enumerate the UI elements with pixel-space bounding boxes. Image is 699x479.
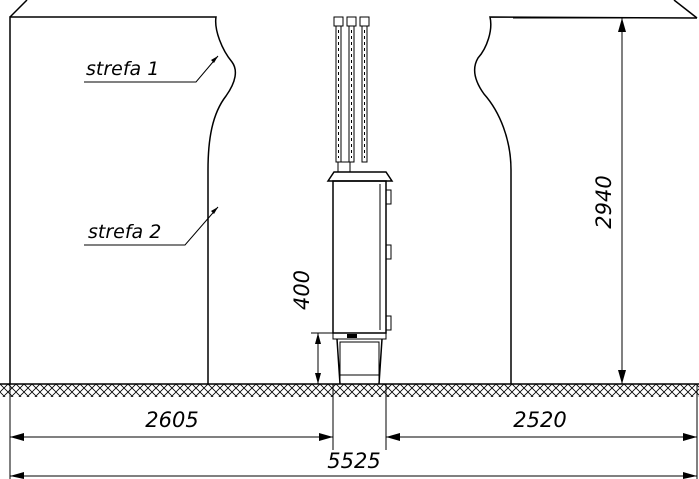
- ground-hatch: [0, 384, 699, 397]
- left-building-outline: [9, 16, 237, 384]
- dimension-height: 2940: [513, 17, 633, 385]
- dimension-right-span: 2520: [386, 408, 697, 441]
- dimension-left-span: 2605: [10, 408, 333, 441]
- dimension-base-height: 400: [290, 270, 336, 384]
- roof-line-right: [673, 0, 698, 19]
- total-span-label: 5525: [327, 449, 380, 473]
- dimension-total-span: 5525: [10, 449, 697, 479]
- equipment-cabinet: [326, 16, 394, 385]
- zone-2-text: strefa 2: [88, 221, 161, 243]
- zone-2-label: strefa 2: [84, 206, 219, 246]
- base-height-label: 400: [290, 270, 314, 310]
- zone-1-label: strefa 1: [84, 55, 219, 83]
- zone-1-text: strefa 1: [86, 58, 159, 80]
- left-span-label: 2605: [145, 408, 198, 432]
- right-building-outline: [473, 16, 698, 384]
- roof-line-left: [9, 0, 28, 18]
- right-span-label: 2520: [513, 408, 566, 432]
- height-label: 2940: [592, 175, 616, 228]
